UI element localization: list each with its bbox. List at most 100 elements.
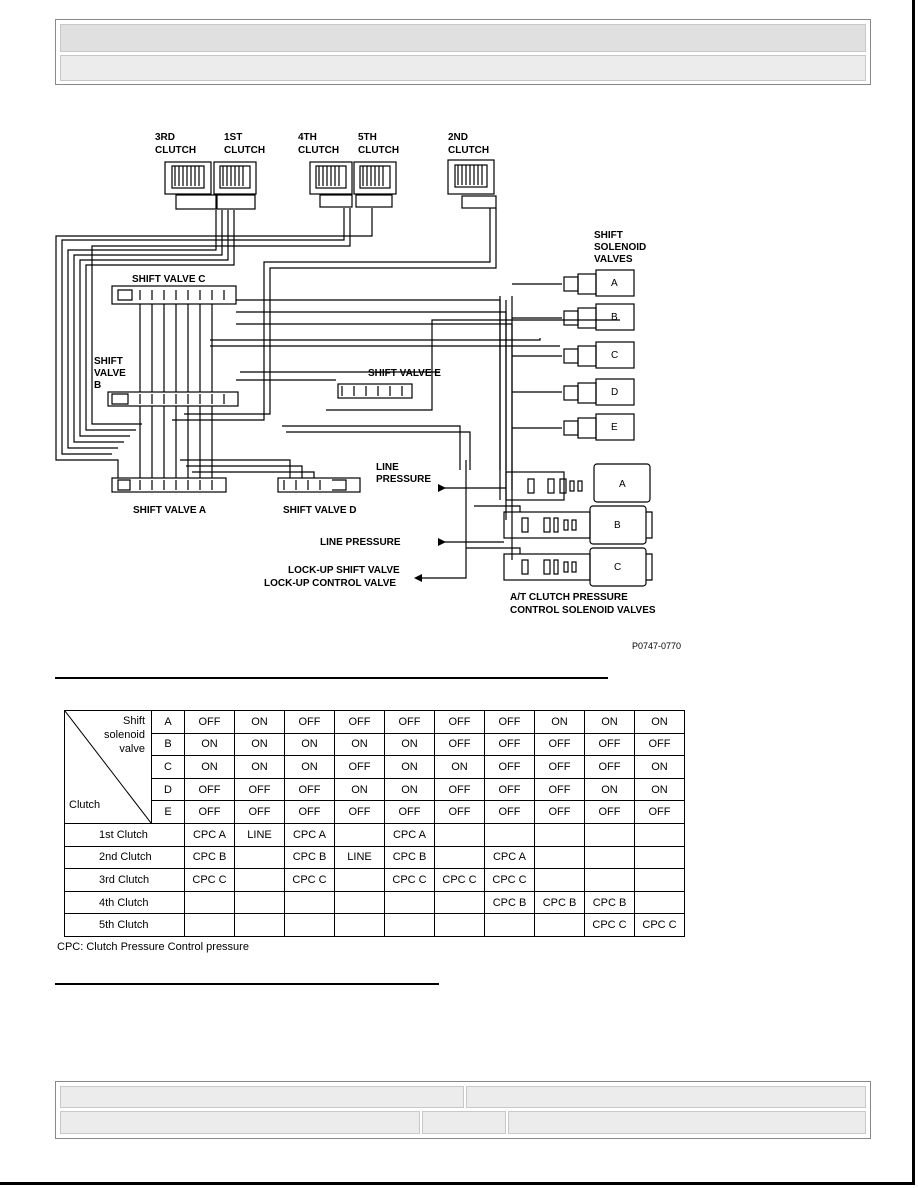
clutch-label-4th-line2: CLUTCH [298,145,339,156]
cpc-solenoid-a-body [505,463,651,503]
cell: OFF [584,732,635,757]
cell: OFF [384,800,435,824]
cell [634,823,685,847]
cell: CPC B [284,845,335,870]
cell: OFF [234,800,285,824]
table-row: D OFF OFF OFF ON ON OFF OFF OFF ON ON [65,777,685,802]
cell: LINE [234,823,285,847]
lockup-control-valve-label: LOCK-UP CONTROL VALVE [264,578,396,589]
shift-valve-b-body [107,391,239,407]
cell: CPC A [384,823,435,847]
valve-label: E [151,800,185,824]
cell: ON [334,777,385,802]
line-pressure-2-label: LINE PRESSURE [320,537,401,548]
shift-valve-a-body [111,477,227,493]
clutch-label-2nd-line1: 2ND [448,132,468,143]
figure-id: P0747-0770 [632,641,681,651]
cell [434,845,485,870]
cell: CPC B [534,890,585,915]
cell: OFF [584,755,635,779]
cell: ON [584,777,635,802]
cell: CPC A [284,823,335,847]
cell: ON [184,755,235,779]
cell [434,823,485,847]
table-row: C ON ON ON OFF ON ON OFF OFF OFF ON [65,755,685,779]
cell [334,823,385,847]
cell: CPC C [284,868,335,892]
page-footer [55,1081,871,1139]
cell: CPC C [434,868,485,892]
cell [634,845,685,870]
clutch-name: 1st Clutch [64,823,185,847]
cell: OFF [334,710,385,734]
table-row: 2nd Clutch CPC B CPC B LINE CPC B CPC A [64,845,685,870]
table-row: 4th Clutch CPC B CPC B CPC B [64,890,685,915]
solenoid-letter-b: B [611,312,618,323]
cell: OFF [484,755,535,779]
solenoid-title-line3: VALVES [594,254,633,265]
footer-cell [422,1111,506,1134]
cell: ON [184,732,235,757]
table-footnote: CPC: Clutch Pressure Control pressure [57,941,249,953]
table-row: 3rd Clutch CPC C CPC C CPC C CPC C CPC C [64,868,685,892]
footer-cell [508,1111,866,1134]
cell: LINE [334,845,385,870]
clutch-label-2nd-line2: CLUTCH [448,145,489,156]
clutch-label-1st-line2: CLUTCH [224,145,265,156]
cell [384,890,435,915]
table-row: E OFF OFF OFF OFF OFF OFF OFF OFF OFF OF… [65,800,685,824]
solenoid-letter-c: C [611,350,618,361]
solenoid-title-line1: SHIFT [594,230,623,241]
cell: OFF [484,800,535,824]
cell [234,913,285,937]
footer-cell [60,1086,464,1108]
cell [534,868,585,892]
cell [584,868,635,892]
cell [384,913,435,937]
cell [334,913,385,937]
cell [484,913,535,937]
shift-solenoid-a-body [563,269,635,297]
cell [484,823,535,847]
clutch-name: 3rd Clutch [64,868,185,892]
shift-valve-e-body [337,383,413,399]
cell [634,890,685,915]
cell: ON [234,755,285,779]
cell: OFF [334,755,385,779]
cell: OFF [484,732,535,757]
corner-top-2: solenoid [104,729,145,741]
clutch-1st-body [213,161,257,210]
table-corner-cell: Shift solenoid valve Clutch [64,710,152,824]
cell: ON [634,755,685,779]
line-pressure-1-line1: LINE [376,462,399,473]
cell: CPC C [384,868,435,892]
cpc-title-line1: A/T CLUTCH PRESSURE [510,592,628,603]
valve-label: B [151,732,185,757]
page-header [55,19,871,85]
cell [234,890,285,915]
clutch-label-5th-line2: CLUTCH [358,145,399,156]
shift-solenoid-c-body [563,341,635,369]
clutch-5th-body [353,161,397,208]
cell: OFF [434,800,485,824]
cell: ON [234,732,285,757]
cell: OFF [284,800,335,824]
cell: OFF [384,710,435,734]
lockup-shift-valve-label: LOCK-UP SHIFT VALVE [288,565,400,576]
cpc-solenoid-b-body [503,505,653,545]
table-row: 1st Clutch CPC A LINE CPC A CPC A [64,823,685,847]
cpc-solenoid-c-body [503,547,653,587]
cell [534,845,585,870]
header-bar-top [60,24,866,52]
footer-cell [60,1111,420,1134]
cell: OFF [534,777,585,802]
cell: OFF [534,732,585,757]
cell [184,913,235,937]
cell: ON [634,777,685,802]
cell: OFF [284,777,335,802]
cell: OFF [534,800,585,824]
shift-solenoid-d-body [563,378,635,406]
section-rule-2 [55,983,439,985]
cell [584,845,635,870]
cell: OFF [634,800,685,824]
